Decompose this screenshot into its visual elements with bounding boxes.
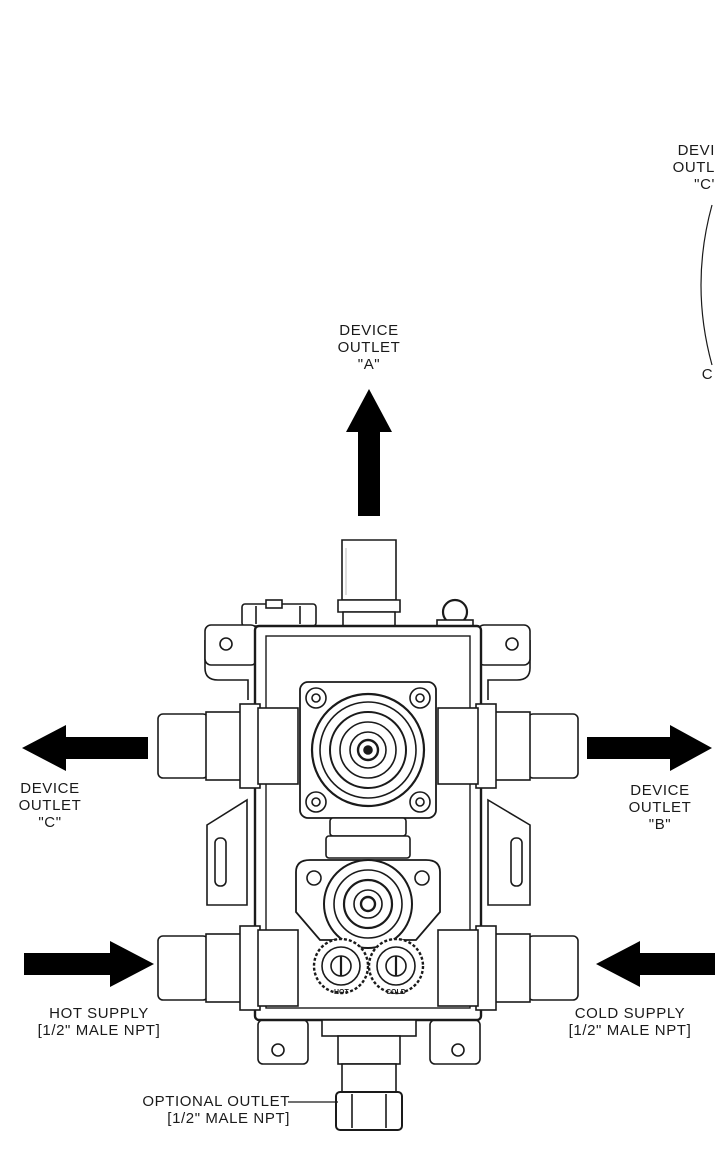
mid-connector xyxy=(325,817,411,859)
side-tab-right xyxy=(487,798,531,906)
arrow-hot-supply xyxy=(24,941,154,987)
label-device-outlet-c: DEVICE OUTLET "C" xyxy=(18,780,82,831)
bracket-hole-tl xyxy=(219,637,233,651)
label-hot-supply: HOT SUPPLY [1/2" MALE NPT] xyxy=(37,1005,161,1039)
hot-stop-label: HOT xyxy=(334,989,350,996)
label-inset-partial: DEVI OUTL "C' xyxy=(672,142,715,193)
label-device-outlet-b: DEVICE OUTLET "B" xyxy=(628,782,692,833)
cold-supply-pipe xyxy=(437,925,579,1011)
side-tab-left xyxy=(206,798,248,906)
label-cold-supply: COLD SUPPLY [1/2" MALE NPT] xyxy=(568,1005,692,1039)
mounting-bracket xyxy=(204,640,531,700)
left-outlet-pipe-c xyxy=(157,703,299,789)
arrow-outlet-c xyxy=(22,725,148,771)
inset-circle-arc xyxy=(700,204,713,366)
hot-stop-valve: HOT xyxy=(312,937,370,996)
bracket-hole-tr xyxy=(505,637,519,651)
cold-stop-label: COLD xyxy=(386,989,406,996)
valve-box-inner xyxy=(265,635,471,1009)
bottom-optional-outlet-pipe xyxy=(321,1019,417,1131)
label-inset-partial-c: C xyxy=(701,366,714,383)
label-device-outlet-a: DEVICE OUTLET "A" xyxy=(337,322,401,373)
lower-valve-body xyxy=(295,859,441,949)
bottom-tab-left xyxy=(257,1019,309,1065)
top-right-knob xyxy=(436,598,474,629)
right-outlet-pipe-b xyxy=(437,703,579,789)
label-optional-outlet: OPTIONAL OUTLET [1/2" MALE NPT] xyxy=(142,1093,290,1127)
bottom-tab-right xyxy=(429,1019,481,1065)
hot-supply-pipe xyxy=(157,925,299,1011)
upper-valve-body xyxy=(299,681,437,819)
cold-stop-valve: COLD xyxy=(367,937,425,996)
top-left-fitting xyxy=(241,599,317,627)
arrow-cold-supply xyxy=(596,941,715,987)
arrow-outlet-a xyxy=(346,389,392,516)
arrow-outlet-b xyxy=(587,725,712,771)
